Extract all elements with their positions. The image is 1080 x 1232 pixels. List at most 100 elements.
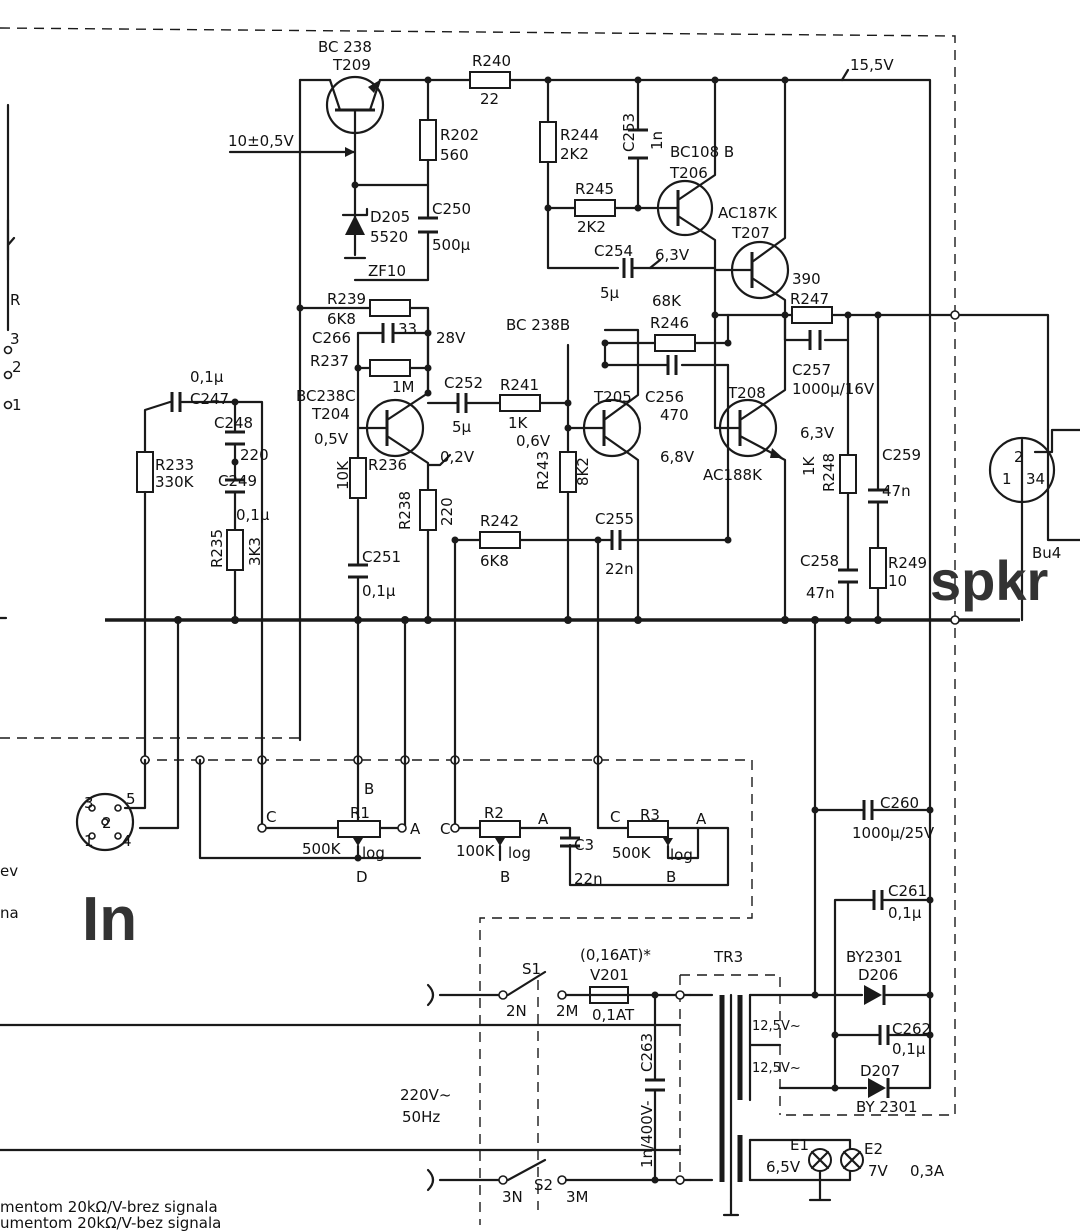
node-3m: 3M [566, 1188, 589, 1206]
r243-label: R243 [534, 451, 552, 490]
spk-pin-2: 2 [1014, 448, 1024, 466]
r238-resistor [419, 489, 437, 531]
cut-label-3: 3 [10, 330, 20, 348]
r239-value: 6K8 [327, 310, 356, 328]
tr3-label: TR3 [713, 948, 743, 966]
r249-resistor [869, 547, 887, 589]
s1-label: S1 [522, 960, 541, 978]
r3-potentiometer [596, 820, 730, 887]
din-input-socket [75, 758, 147, 852]
c260-label: C260 [880, 794, 919, 812]
c3-label: C3 [574, 836, 594, 854]
mains-input [0, 970, 692, 1192]
r2-label: R2 [484, 804, 504, 822]
r2-pin-c: C [440, 820, 450, 838]
c257-value: 1000µ/16V [792, 380, 875, 398]
e2-value: 7V [868, 1162, 889, 1180]
t208-type-label: AC188K [703, 466, 763, 484]
secondary-2-voltage: 12,5V~ [752, 1061, 801, 1076]
by2301-b-label: BY 2301 [856, 1098, 918, 1116]
c3-value: 22n [574, 870, 603, 888]
cut-label-2: 2 [12, 358, 22, 376]
e1-label: E1 [790, 1136, 809, 1154]
c249-value: 0,1µ [236, 506, 270, 524]
r235-resistor [226, 529, 244, 571]
r202-resistor [419, 119, 437, 161]
cut-label-r: R [10, 291, 20, 309]
c251-value: 0,1µ [362, 582, 396, 600]
c256-value: 470 [660, 406, 689, 424]
c252-value: 5µ [452, 418, 472, 436]
t209-transistor [325, 75, 385, 187]
r1-label: R1 [350, 804, 370, 822]
footnote-1: mentom 20kΩ/V-brez signala [0, 1198, 218, 1216]
bu4-label: Bu4 [1032, 544, 1061, 562]
r2-value: 100K [456, 842, 496, 860]
c263-value: 1n/400V- [638, 1100, 656, 1168]
r241-resistor [499, 394, 541, 412]
t207-type-label: AC187K [718, 204, 778, 222]
r244-resistor [539, 121, 557, 163]
r247-label: R247 [790, 290, 829, 308]
r1-law: log [362, 844, 385, 862]
spkr-annotation: spkr [930, 549, 1048, 612]
r246-resistor [654, 334, 696, 352]
r247-value: 390 [792, 270, 821, 288]
r249-value: 10 [888, 572, 907, 590]
din-pin-4: 4 [122, 832, 132, 850]
r1-pin-a: A [410, 820, 421, 838]
lamp-e2 [840, 1148, 864, 1172]
c258-label: C258 [800, 552, 839, 570]
by2301-a-label: BY2301 [846, 948, 903, 966]
spk-pin-1: 1 [1002, 470, 1012, 488]
c249-label: C249 [218, 472, 257, 490]
r237-value: 1M [392, 378, 415, 396]
d205-zener [341, 183, 369, 260]
t207-label: T207 [731, 224, 770, 242]
voltage-05: 0,5V [314, 430, 349, 448]
c261-value: 0,1µ [888, 904, 922, 922]
r241-label: R241 [500, 376, 539, 394]
r3-value: 500K [612, 844, 652, 862]
c255-label: C255 [595, 510, 634, 528]
r237-resistor [369, 359, 411, 377]
t205-transistor [566, 341, 642, 622]
e1-value: 6,5V [766, 1158, 801, 1176]
c252-label: C252 [444, 374, 483, 392]
d206-label: D206 [858, 966, 898, 984]
r202-label: R202 [440, 126, 479, 144]
c258-value: 47n [806, 584, 835, 602]
e2-label: E2 [864, 1140, 883, 1158]
r249-label: R249 [888, 554, 927, 572]
r247-resistor [791, 306, 833, 324]
r3-pin-a: A [696, 810, 707, 828]
r3-pin-c: C [610, 808, 620, 826]
c257-label: C257 [792, 361, 831, 379]
node-2m: 2M [556, 1002, 579, 1020]
r240-value: 22 [480, 90, 499, 108]
t208-label: T208 [727, 384, 766, 402]
t206-transistor [656, 78, 717, 332]
c266-label: C266 [312, 329, 351, 347]
fuse-note: (0,16AT)* [580, 946, 651, 964]
din-pin-5: 5 [126, 790, 136, 808]
cut-label-na: na [0, 904, 19, 922]
r242-label: R242 [480, 512, 519, 530]
c250-value: 500µ [432, 236, 471, 254]
node-3n: 3N [502, 1188, 523, 1206]
r238-value: 220 [438, 497, 456, 526]
d207-label: D207 [860, 1062, 900, 1080]
v201-value: 0,1AT [592, 1006, 635, 1024]
r202-value: 560 [440, 146, 469, 164]
r242-value: 6K8 [480, 552, 509, 570]
r1-potentiometer [257, 820, 407, 862]
component-labels: BC 238 T209 R240 22 15,5V 10±0,5V R202 5… [0, 38, 1061, 1232]
t206-label: T206 [669, 164, 708, 182]
s2-label: S2 [534, 1176, 553, 1194]
voltage-63-a: 6,3V [655, 246, 690, 264]
supply-voltage: 15,5V [850, 56, 894, 74]
speaker-socket [988, 428, 1080, 622]
t204-label: T204 [311, 405, 350, 423]
voltage-06: 0,6V [516, 432, 551, 450]
t206-type-label: BC108 B [670, 143, 734, 161]
